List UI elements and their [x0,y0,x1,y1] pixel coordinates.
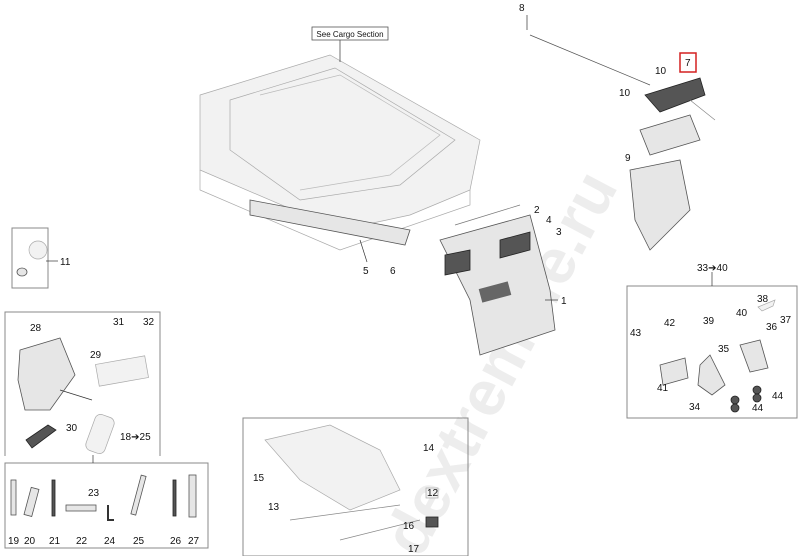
part-1-flap-drawing [439,204,556,356]
callout-44-upper: 44 [772,391,784,402]
callout-38: 38 [757,294,769,305]
callout-13: 13 [268,502,280,513]
callout-43: 43 [630,328,642,339]
callout-24: 24 [104,536,116,547]
callout-1: 1 [561,296,567,307]
callout-28: 28 [30,323,42,334]
hitch-drawing [659,299,776,413]
cargo-platform-drawing [199,40,481,251]
callout-33-40: 33➔40 [697,263,728,274]
callout-21: 21 [49,536,61,547]
decal-box [242,417,469,556]
callout-41: 41 [657,383,669,394]
callout-20: 20 [24,536,36,547]
callout-22: 22 [76,536,88,547]
callout-29: 29 [90,350,102,361]
kit-box [4,311,161,456]
callout-27: 27 [188,536,200,547]
callout-40: 40 [736,308,748,319]
callout-36: 36 [766,322,778,333]
callout-30: 30 [66,423,78,434]
snowmobile-drawing [264,424,421,541]
callout-32: 32 [143,317,155,328]
callout-9: 9 [625,153,631,164]
part-29-drawing [95,355,149,387]
tool-bag-drawing [85,414,115,454]
callout-23: 23 [88,488,100,499]
callout-5: 5 [363,266,369,277]
callout-37: 37 [780,315,792,326]
callout-3: 3 [556,227,562,238]
cargo-note-box [311,26,389,41]
cargo-note: See Cargo Section [316,30,383,39]
callout-10-upper: 10 [655,66,667,77]
callout-6: 6 [390,266,396,277]
callout-10-lower: 10 [619,88,631,99]
callout-11: 11 [60,257,71,268]
callout-31: 31 [113,317,125,328]
callout-12: 12 [427,488,439,499]
callout-39: 39 [703,316,715,327]
callout-2: 2 [534,205,540,216]
callout-34: 34 [689,402,701,413]
callout-4: 4 [546,215,552,226]
callout-14: 14 [423,443,435,454]
part-30-drawing [25,424,57,449]
part-12-drawing [425,487,439,499]
callout-26: 26 [170,536,182,547]
callout-35: 35 [718,344,730,355]
callout-15: 15 [253,473,265,484]
highlight-box [679,52,697,73]
callout-18-25: 18➔25 [120,432,151,443]
part-16-drawing [425,516,439,528]
watermark: dextremlife.ru [369,159,631,556]
tools-drawing [10,474,197,521]
callout-42: 42 [664,318,676,329]
callout-17: 17 [408,544,420,555]
part-11-drawing [28,240,48,260]
callout-7: 7 [685,58,691,69]
tools-box [4,462,209,549]
callout-19: 19 [8,536,20,547]
part-11-frame [11,227,49,289]
callout-25: 25 [133,536,145,547]
taillight-drawing [526,15,716,251]
callout-16: 16 [403,521,415,532]
callout-8: 8 [519,3,525,14]
part-5-drawing [249,199,411,246]
callout-44-lower: 44 [752,403,764,414]
part-28-drawing [17,337,76,411]
